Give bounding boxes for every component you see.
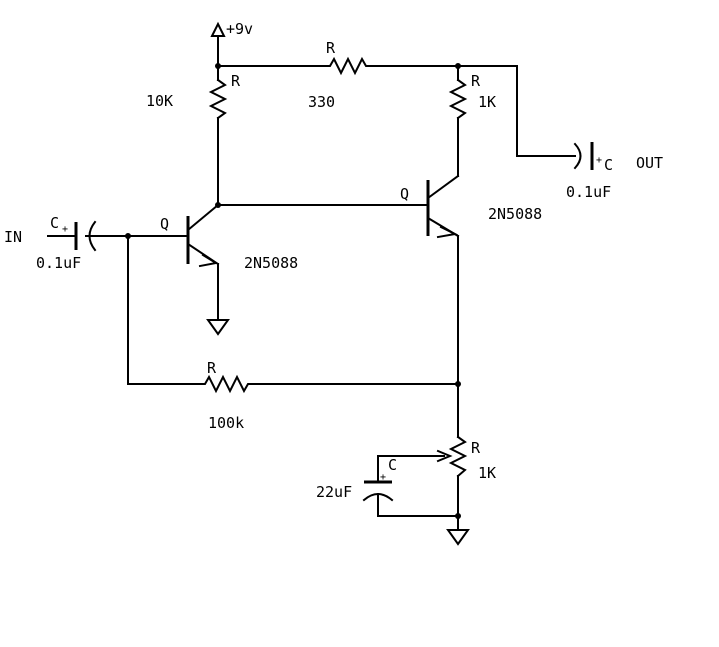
transistor-q1-icon	[186, 203, 230, 336]
potentiometer-1k-value: 1K	[478, 464, 496, 482]
resistor-330-name: R	[326, 39, 336, 57]
resistor-1k-collector-name: R	[471, 72, 481, 90]
resistor-10k-value: 10K	[146, 92, 173, 110]
capacitor-out-name: C	[604, 156, 613, 174]
ground-icon	[206, 319, 230, 336]
transistor-q1-part: 2N5088	[244, 254, 298, 272]
capacitor-bypass-name: C	[388, 456, 397, 474]
resistor-100k-icon	[199, 374, 254, 394]
transistor-q1-name: Q	[160, 215, 169, 233]
supply-label: +9v	[226, 20, 253, 38]
resistor-10k-icon	[208, 78, 228, 120]
transistor-q2-part: 2N5088	[488, 205, 542, 223]
capacitor-out-value: 0.1uF	[566, 183, 611, 201]
potentiometer-1k-icon	[448, 435, 468, 478]
capacitor-bypass-value: 22uF	[316, 483, 352, 501]
resistor-1k-collector-value: 1K	[478, 93, 496, 111]
resistor-100k-name: R	[207, 359, 217, 377]
wiper-arrow-icon	[436, 449, 453, 463]
output-label: OUT	[636, 154, 663, 172]
resistor-330-icon	[324, 56, 373, 76]
capacitor-bypass-polarity: +	[380, 472, 386, 483]
resistor-1k-collector-icon	[448, 78, 468, 120]
capacitor-in-name: C	[50, 214, 59, 232]
junction-dot	[455, 513, 461, 519]
feedback-wire	[127, 235, 201, 385]
resistor-330-value: 330	[308, 93, 335, 111]
resistor-100k-value: 100k	[208, 414, 244, 432]
output-wire	[516, 65, 576, 157]
ground-icon	[446, 529, 470, 546]
capacitor-out-icon	[573, 142, 594, 170]
resistor-10k-name: R	[231, 72, 241, 90]
transistor-q2-icon	[426, 174, 460, 239]
transistor-q2-name: Q	[400, 185, 409, 203]
input-label: IN	[4, 228, 22, 246]
capacitor-in-polarity: +	[62, 224, 68, 235]
capacitor-in-value: 0.1uF	[36, 254, 81, 272]
potentiometer-1k-name: R	[471, 439, 481, 457]
capacitor-out-polarity: +	[596, 155, 602, 166]
supply-arrow-icon	[210, 21, 226, 67]
